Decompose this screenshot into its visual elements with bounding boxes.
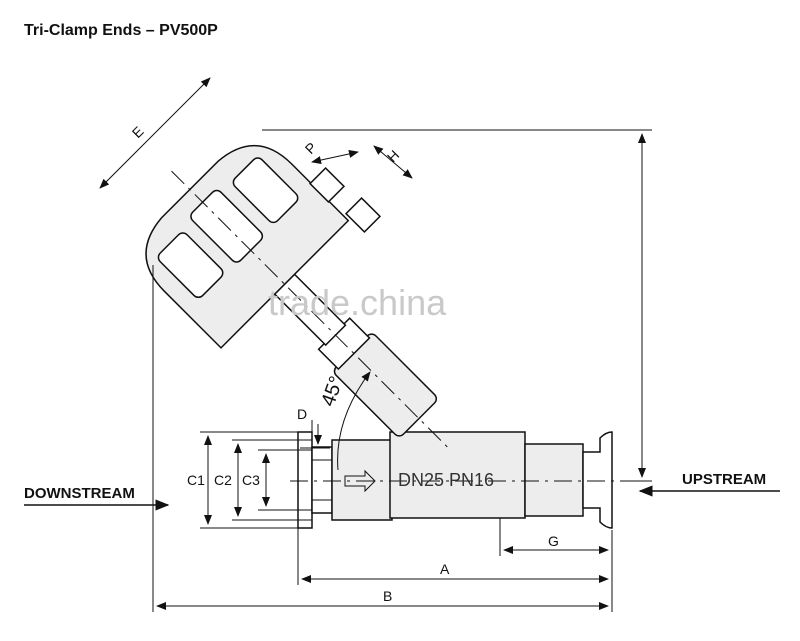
- cap-rib-3: [232, 157, 299, 224]
- body-right-section: [524, 443, 584, 517]
- dimension-B-label: B: [383, 588, 393, 604]
- watermark: trade.china: [268, 282, 447, 323]
- dimension-D-label: D: [297, 406, 308, 422]
- angle-arc: [337, 371, 371, 471]
- dimension-P-line: [311, 150, 359, 164]
- dimension-C2-label: C2: [214, 472, 232, 488]
- upstream-label: UPSTREAM: [682, 471, 767, 488]
- dimension-C3-label: C3: [242, 472, 260, 488]
- diagram-title: Tri-Clamp Ends – PV500P: [24, 22, 218, 39]
- cap-rib-1: [157, 232, 224, 299]
- dimension-E-line: [99, 77, 211, 189]
- valve-body: [290, 431, 630, 529]
- left-clamp-flange: [297, 431, 313, 529]
- dimension-G-label: G: [548, 533, 559, 549]
- air-ports: [308, 166, 382, 234]
- dimension-C1-label: C1: [187, 472, 205, 488]
- air-port-1: [308, 166, 346, 204]
- body-left-section: [331, 439, 393, 521]
- left-ferrule: [311, 446, 333, 514]
- flow-arrow-icon: [344, 469, 376, 493]
- body-center-section: [389, 431, 526, 519]
- air-port-2: [344, 196, 382, 234]
- actuator-assembly: [145, 144, 448, 448]
- dimension-H-line: [373, 145, 413, 179]
- downstream-label: DOWNSTREAM: [24, 485, 135, 502]
- right-clamp-flange: [582, 431, 613, 529]
- dimension-A-label: A: [440, 561, 450, 577]
- body-marking: DN25 PN16: [398, 470, 495, 490]
